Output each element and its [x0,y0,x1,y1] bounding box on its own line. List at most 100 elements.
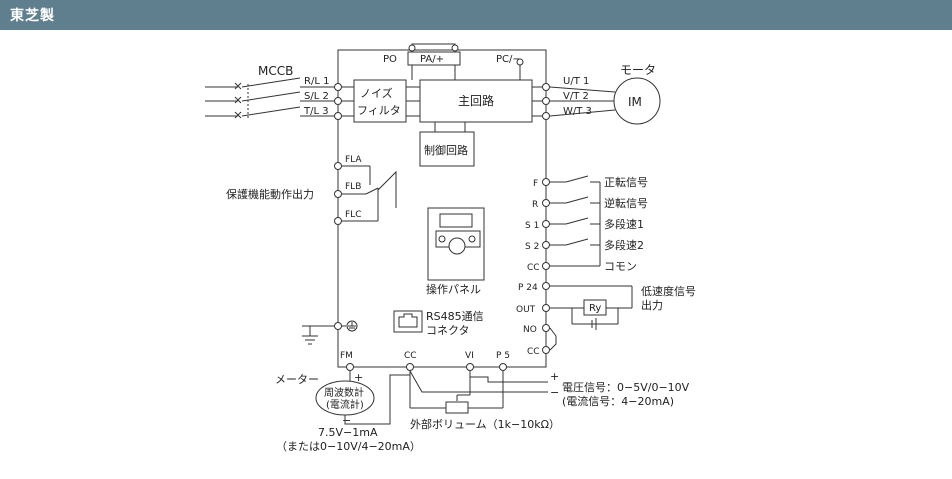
earth-icon [346,320,358,332]
reverse-signal-label: 逆転信号 [604,196,648,210]
terminal-r-label: R [532,200,538,210]
no-cc-jumper [549,327,557,351]
terminal-flb [334,190,342,198]
terminal-cc2 [542,346,550,354]
terminal-cc-bottom [406,363,414,371]
terminal-cc2-label: CC [527,347,540,357]
meter-spec-alt: （または0−10V/4−20mA） [276,440,421,453]
cc-bottom-label: CC [404,351,417,361]
terminal-p24-label: P 24 [518,283,538,293]
terminal-r [334,83,342,91]
output-u-label: U/T 1 [563,76,589,87]
control-terminal-labels: F R S 1 S 2 CC P 24 OUT NO CC [516,179,540,357]
p5-label: P 5 [496,351,510,361]
terminal-cc [542,262,550,270]
output-w-label: W/T 3 [563,106,592,117]
header-title: 東芝製 [10,8,55,24]
terminal-vi [466,363,474,371]
fla-label: FLA [345,155,362,165]
terminal-t [334,112,342,120]
terminal-fm [346,363,354,371]
signal-plus: + [550,370,559,383]
header-bar: 東芝製 [0,0,952,30]
motor-label: モータ [620,63,656,77]
control-circuit-block [419,131,475,167]
ry-label: Ry [589,303,601,314]
pa-label: PA/+ [420,54,444,65]
low-speed-signal-label-2: 出力 [641,298,663,312]
motor-im-label: IM [628,95,642,109]
terminal-s1-label: S 1 [525,221,539,231]
terminal-v [542,97,550,105]
flc-label: FLC [345,210,361,220]
terminal-out-label: OUT [516,305,536,315]
mccb-switches [205,77,334,119]
multispeed-2-label: 多段速2 [604,238,644,252]
terminal-ground [334,322,342,330]
rs485-label-2: コネクタ [426,324,470,337]
output-relay-circuit [550,285,633,330]
terminal-s2 [542,241,550,249]
terminal-f-label: F [533,179,538,189]
terminal-r-ctrl [542,199,550,207]
input-s-label: S/L 2 [304,91,329,102]
meter-plus: + [354,371,363,384]
po-label: PO [383,54,397,65]
terminal-u [542,83,550,91]
panel-dial [448,237,466,255]
noise-filter-block [353,79,407,123]
terminal-s1 [542,220,550,228]
fault-output-label: 保護機能動作出力 [226,187,314,201]
meter-label: メーター [275,373,319,386]
mccb-label: MCCB [258,64,293,78]
terminal-fla [334,162,342,170]
meter-spec: 7.5V−1mA [318,426,378,439]
terminal-p5 [499,363,507,371]
panel-display [439,213,473,228]
meter-minus: − [342,414,351,427]
potentiometer [445,401,469,414]
input-t-label: T/L 3 [303,106,329,117]
pa-box [407,51,461,66]
forward-signal-label: 正転信号 [604,176,648,189]
ry-relay-box [583,299,607,316]
panel-label: 操作パネル [426,282,481,296]
terminal-cc-label: CC [527,263,540,273]
terminal-s [334,97,342,105]
rs485-label-1: RS485通信 [426,310,484,323]
terminal-p24 [542,282,550,290]
control-circuit-label: 制御回路 [424,143,468,157]
terminal-no [542,324,550,332]
input-switches [550,175,601,267]
terminal-out [542,304,550,312]
dc-link-jumper [411,43,456,52]
meter-name-1: 周波数計 [324,386,364,399]
terminal-w [542,112,550,120]
terminal-flc [334,217,342,225]
input-r-label: R/L 1 [304,76,329,87]
multispeed-1-label: 多段速1 [604,217,644,231]
potentiometer-wiring [409,370,548,409]
common-label: コモン [604,260,637,273]
terminal-s2-label: S 2 [525,242,539,252]
motor-symbol [613,77,661,125]
noise-filter-label-2: フィルタ [357,104,401,117]
meter-name-2: (電流計) [326,398,364,411]
pot-label: 外部ボリューム（1k−10kΩ） [410,417,560,431]
noise-filter-label-1: ノイズ [360,86,393,100]
main-circuit-label: 主回路 [458,93,494,108]
low-speed-signal-label: 低速度信号 [641,284,696,298]
pc-label: PC/− [496,54,521,65]
output-v-label: V/T 2 [563,91,589,102]
fm-label: FM [340,351,353,361]
voltage-signal-label: 電圧信号：0−5V/0−10V [562,381,690,394]
current-signal-label: (電流信号：4−20mA) [562,394,674,408]
signal-minus: − [550,386,559,399]
terminal-f [542,178,550,186]
vi-label: VI [465,351,474,361]
fault-relay-contacts [342,165,397,222]
terminal-no-label: NO [523,325,537,335]
flb-label: FLB [345,182,361,192]
main-circuit-block [419,79,533,123]
